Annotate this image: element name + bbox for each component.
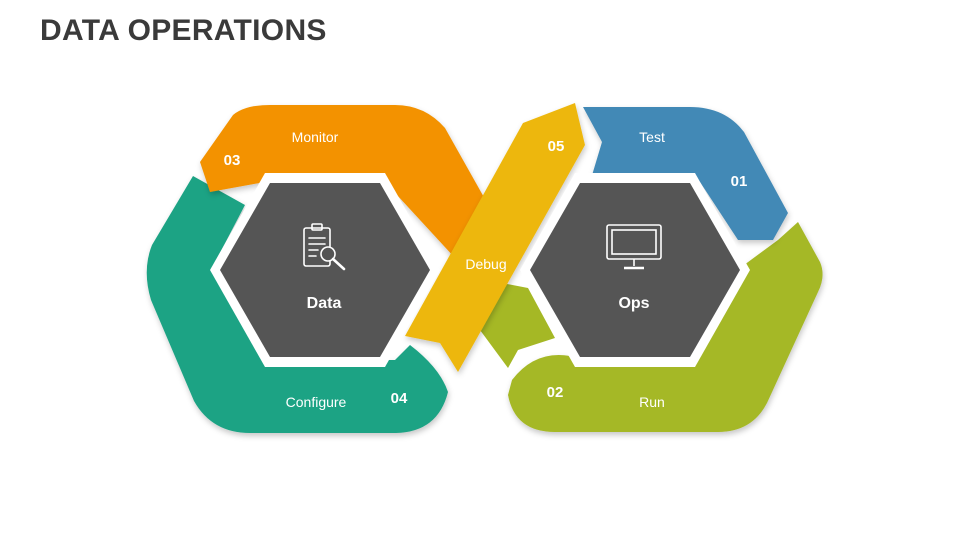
test-label: Test [639,129,665,145]
debug-number: 05 [548,138,565,155]
test-number: 01 [731,173,748,190]
monitor-segment [200,105,490,268]
configure-segment [146,176,448,433]
debug-arrow [405,103,585,372]
clipboard-search-icon [303,223,346,271]
ops-hub-label: Ops [618,295,649,312]
monitor-number: 03 [224,152,241,169]
debug-label: Debug [465,256,506,272]
monitor-icon [606,224,662,270]
data-hub-label: Data [307,295,342,312]
monitor-label: Monitor [292,129,339,145]
configure-label: Configure [286,394,347,410]
configure-number: 04 [391,390,408,407]
ops-hexagon [530,183,740,357]
run-number: 02 [547,384,564,401]
slide-title: DATA OPERATIONS [40,14,327,47]
data-hexagon [220,183,430,357]
run-label: Run [639,394,665,410]
run-crossing-wedge [480,282,555,368]
